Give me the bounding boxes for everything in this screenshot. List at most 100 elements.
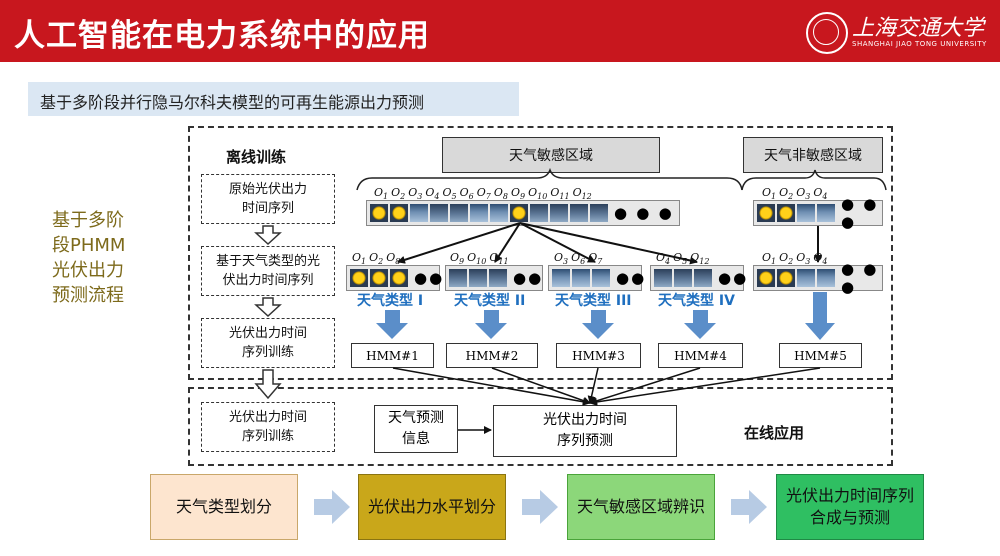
obs-label: O10 [528, 186, 548, 202]
obs-label: O2 [391, 186, 406, 202]
rain-weather-icon [449, 269, 467, 287]
step-line: 原始光伏出力 [228, 182, 307, 197]
pipeline-line: 光伏出力水平划分 [367, 497, 496, 516]
group-sequence-2: ●● [445, 265, 543, 291]
rain-weather-icon [694, 269, 712, 287]
cloud-weather-icon [592, 269, 610, 287]
hollow-arrow-2 [254, 297, 282, 318]
brace-sensitive [356, 167, 743, 191]
obs-label: O2 [779, 251, 794, 267]
pipeline-step-weather-type: 天气类型划分 [150, 474, 298, 540]
university-seal-icon [806, 12, 848, 54]
obs-label: O5 [442, 186, 457, 202]
weather-type-label: 天气类型 II [454, 293, 526, 309]
step-line: 序列训练 [241, 429, 294, 444]
obs-label: O11 [550, 186, 570, 202]
hmm-box: HMM#2 [446, 343, 538, 368]
hollow-arrow-3 [254, 369, 282, 400]
side-label-line: 光伏出力 [52, 260, 124, 281]
side-label-line: 预测流程 [52, 285, 124, 306]
sun-weather-icon [757, 269, 775, 287]
rain-weather-icon [530, 204, 548, 222]
obs-label: O4 [656, 251, 671, 267]
box-line: 序列预测 [557, 433, 613, 449]
arrow-hmm3-merge [587, 367, 599, 404]
cloud-weather-icon [797, 204, 815, 222]
pipe-arrow-1 [314, 490, 350, 524]
obs-label: O1 [762, 251, 777, 267]
blue-arrow-2 [475, 310, 507, 339]
ellipsis: ●● [414, 269, 445, 287]
step-line: 伏出力时间序列 [222, 273, 314, 288]
cloud-weather-icon [490, 204, 508, 222]
hmm-box: HMM#4 [658, 343, 743, 368]
hmm-box: HMM#1 [351, 343, 434, 368]
arrow-hmm1-merge [392, 367, 591, 406]
obs-label: O3 [554, 251, 569, 267]
rain-weather-icon [450, 204, 468, 222]
step-weather-series: 基于天气类型的光伏出力时间序列 [201, 246, 335, 296]
obs-label: O6 [459, 186, 474, 202]
rain-weather-icon [550, 204, 568, 222]
rain-weather-icon [430, 204, 448, 222]
box-line: 光伏出力时间 [543, 412, 627, 428]
arrow-to-type-1 [397, 222, 521, 264]
weather-type-label: 天气类型 I [357, 293, 424, 309]
ellipsis: ●● [718, 269, 749, 287]
hollow-arrow-1 [254, 225, 282, 246]
cloud-weather-icon [410, 204, 428, 222]
group-sequence-5: ● ● ● [753, 260, 883, 296]
university-name-en: SHANGHAI JIAO TONG UNIVERSITY [852, 40, 987, 48]
step-line: 时间序列 [241, 201, 294, 216]
header-bar: 人工智能在电力系统中的应用 上海交通大学 SHANGHAI JIAO TONG … [0, 0, 1000, 62]
pipe-arrow-2 [522, 490, 558, 524]
ellipsis: ● ● ● [614, 204, 674, 222]
obs-label: O2 [369, 251, 384, 267]
sun-weather-icon [777, 269, 795, 287]
obs-label: O9 [511, 186, 526, 202]
step-training: 光伏出力时间序列训练 [201, 318, 335, 368]
rain-weather-icon [570, 204, 588, 222]
ellipsis: ● ● ● [841, 195, 879, 231]
pipeline-line: 光伏出力时间序列 [785, 486, 914, 505]
online-region [188, 387, 893, 466]
step-line: 序列训练 [241, 345, 294, 360]
offline-region [188, 126, 893, 380]
blue-arrow-1 [376, 310, 408, 339]
arrow-hmm2-merge [491, 367, 591, 405]
brace-nonsensitive [741, 169, 887, 191]
pipeline-step-output-level: 光伏出力水平划分 [358, 474, 506, 540]
obs-label: O2 [779, 186, 794, 202]
obs-label: O1 [762, 186, 777, 202]
ellipsis: ●● [616, 269, 647, 287]
side-label: 基于多阶 段PHMM 光伏出力 预测流程 [52, 208, 164, 308]
weather-type-label: 天气类型 III [555, 293, 632, 309]
weather-type-label: 天气类型 IV [658, 293, 735, 309]
blue-arrow-5 [805, 292, 835, 340]
cloud-weather-icon [572, 269, 590, 287]
arrow-to-type-4 [519, 222, 698, 265]
obs-label: O6 [571, 251, 586, 267]
subtitle: 基于多阶段并行隐马尔科夫模型的可再生能源出力预测 [40, 93, 425, 112]
sun-weather-icon [370, 269, 388, 287]
arrow-to-type-2 [494, 222, 521, 263]
rain-weather-icon [654, 269, 672, 287]
step-line: 基于天气类型的光 [215, 254, 320, 269]
step-line: 光伏出力时间 [228, 326, 307, 341]
obs-label: O11 [489, 251, 509, 267]
arrow-to-type-3 [519, 222, 596, 263]
hmm-box: HMM#3 [556, 343, 641, 368]
blue-arrow-4 [684, 310, 716, 339]
obs-label: O3 [408, 186, 423, 202]
side-label-line: 基于多阶 [52, 210, 124, 231]
box-line: 天气预测 [388, 410, 444, 426]
ellipsis: ●● [513, 269, 544, 287]
obs-label: O1 [352, 251, 367, 267]
sun-weather-icon [757, 204, 775, 222]
blue-arrow-3 [582, 310, 614, 339]
sun-weather-icon [350, 269, 368, 287]
